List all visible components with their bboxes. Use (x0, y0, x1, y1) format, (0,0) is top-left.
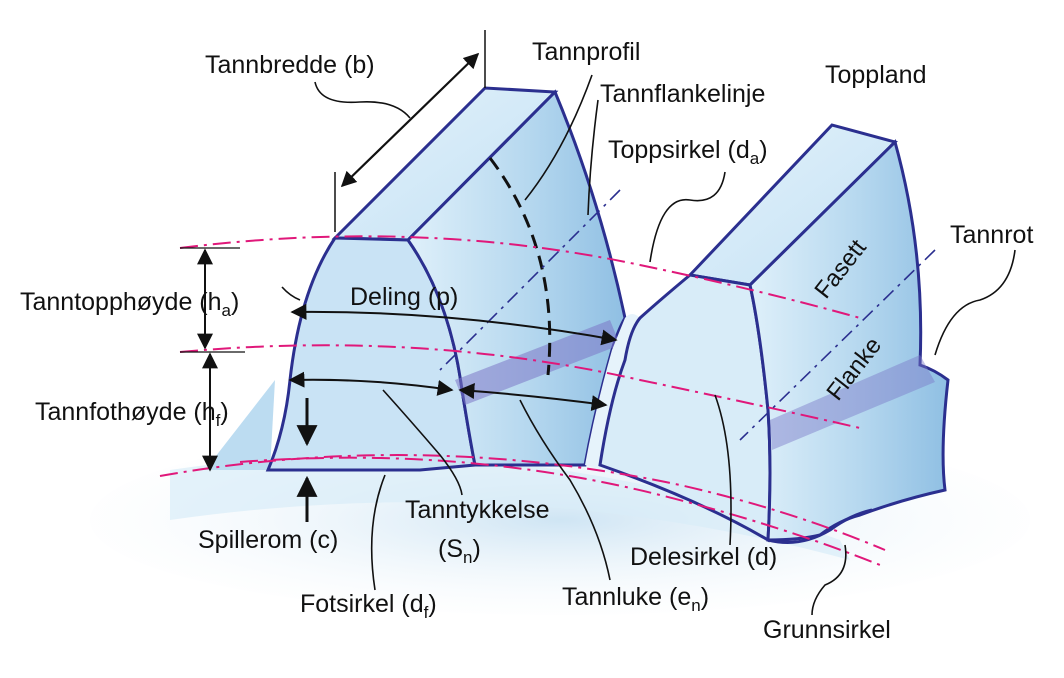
label-tanntykkelse: Tanntykkelse (405, 496, 550, 524)
pitch-circle-line (179, 344, 861, 429)
leader-fotsirkel (370, 474, 386, 591)
label-tannflankelinje: Tannflankelinje (600, 80, 765, 108)
tip-circle-line (179, 235, 861, 319)
label-tannprofil: Tannprofil (532, 38, 640, 66)
right-tooth-root-band (770, 355, 935, 450)
label-tannrot: Tannrot (950, 221, 1033, 249)
label-fotsirkel: Fotsirkel (df) (300, 590, 437, 622)
label-tannfothoyde: Tannfothøyde (hf) (35, 398, 229, 430)
label-sn: (Sn) (438, 535, 481, 567)
tooth-width-arrow (340, 52, 480, 188)
root-circle-line-1 (159, 454, 886, 551)
label-tanntopphoyde: Tanntopphøyde (ha) (20, 288, 239, 320)
label-delesirkel: Delesirkel (d) (630, 543, 777, 571)
left-shadow-wedge (205, 380, 275, 470)
right-tooth-bottom-edge (767, 508, 873, 544)
leader-grunnsirkel (811, 544, 847, 616)
leader-delesirkel (714, 394, 732, 546)
leader-tanntykkelse (382, 389, 463, 496)
leader-tannrot (934, 249, 1016, 356)
leader-toppsirkel (649, 171, 726, 263)
label-toppsirkel: Toppsirkel (da) (608, 136, 768, 168)
label-grunnsirkel: Grunnsirkel (763, 616, 891, 644)
base-body (170, 455, 850, 560)
label-tannluke: Tannluke (en) (562, 583, 709, 615)
tooth-thickness-arrow (288, 371, 454, 396)
label-toppland: Toppland (825, 61, 926, 89)
leader-tanntopphoyde (281, 286, 301, 301)
right-tooth-flank (748, 139, 950, 542)
label-deling: Deling (p) (350, 283, 458, 311)
right-tooth-center-line (739, 249, 936, 441)
leader-tannluke (519, 399, 611, 581)
label-tannbredde: Tannbredde (b) (205, 51, 375, 79)
leader-tannbredde (314, 81, 411, 119)
pitch-arrow (290, 303, 618, 346)
leader-tannflankelinje (587, 99, 599, 216)
root-circle-line-2 (239, 456, 881, 566)
label-spillerom: Spillerom (c) (198, 526, 338, 554)
space-width-arrow (458, 383, 608, 412)
leader-tannprofil (524, 74, 593, 201)
